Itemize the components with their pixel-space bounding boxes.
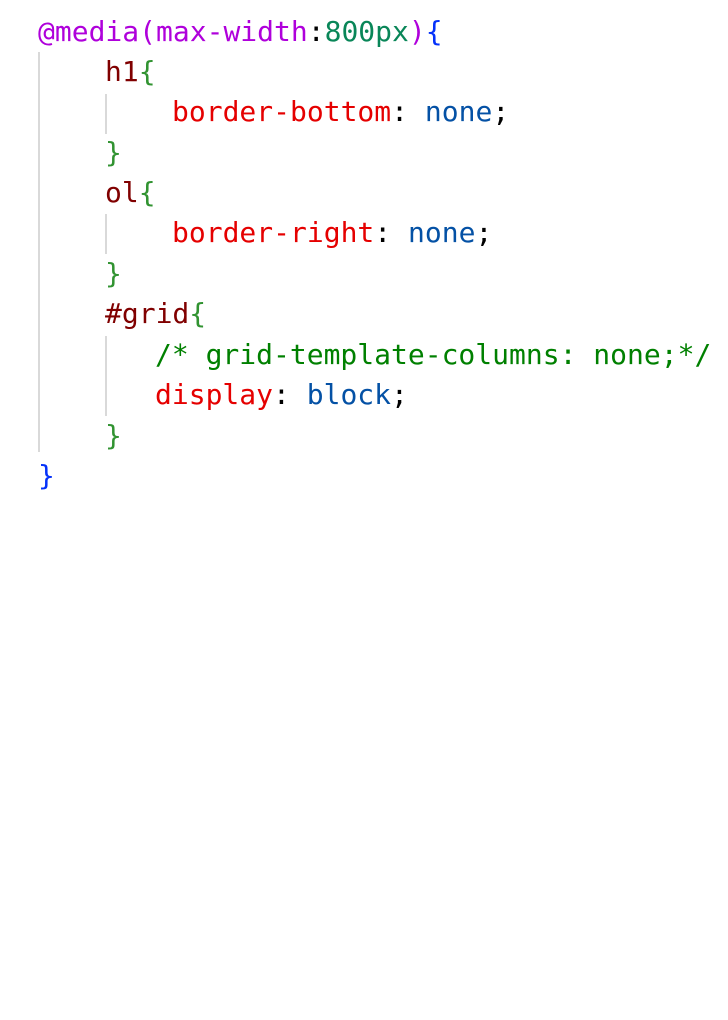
code-line-border-right: border-right: none; [172, 213, 492, 254]
code-line-grid-selector: #grid{ [105, 294, 206, 335]
code-line-h1-selector: h1{ [105, 52, 156, 93]
code-line-border-bottom: border-bottom: none; [172, 92, 509, 133]
code-line-grid-close: } [105, 416, 122, 457]
media-close-brace: } [38, 459, 55, 492]
property-display: display [155, 378, 274, 411]
code-line-h1-close: } [105, 133, 122, 174]
code-comment: /* grid-template-columns: none;*/ [155, 338, 712, 371]
indent-guide-grid [105, 336, 107, 416]
code-line-display: display: block; [155, 375, 408, 416]
code-line-comment: /* grid-template-columns: none;*/ [155, 335, 711, 376]
ol-close-brace: } [105, 257, 122, 290]
semicolon: ; [475, 216, 493, 249]
code-line-media-close: } [38, 456, 55, 497]
semicolon: ; [492, 95, 510, 128]
colon: : [391, 95, 409, 128]
grid-open-brace: { [189, 297, 207, 330]
next-line-fragment [38, 496, 158, 516]
ol-open-brace: { [138, 176, 156, 209]
colon: : [307, 15, 325, 48]
open-paren: ( [139, 15, 157, 48]
code-line-ol-close: } [105, 254, 122, 295]
media-feature: max-width [156, 15, 308, 48]
indent-guide-ol [105, 214, 107, 254]
media-open-brace: { [425, 15, 443, 48]
semicolon: ; [391, 378, 408, 411]
colon: : [374, 216, 392, 249]
value-block: block [306, 378, 392, 411]
code-line-media: @media(max-width:800px){ [38, 12, 443, 53]
h1-open-brace: { [138, 55, 156, 88]
property-border-right: border-right [172, 216, 375, 249]
at-rule-keyword: @media [38, 15, 140, 48]
previous-line-fragment: } [38, 0, 58, 6]
indent-guide-h1 [105, 94, 107, 134]
close-paren: ) [408, 15, 426, 48]
colon: : [273, 378, 290, 411]
h1-close-brace: } [105, 136, 122, 169]
value-none: none [424, 95, 493, 128]
indent-guide-outer [38, 52, 40, 452]
code-line-ol-selector: ol{ [105, 173, 156, 214]
media-value: 800px [324, 15, 409, 48]
selector-ol: ol [105, 176, 139, 209]
code-editor[interactable]: } @media(max-width:800px){ h1{ border-bo… [0, 0, 728, 510]
selector-grid: #grid [105, 297, 190, 330]
property-border-bottom: border-bottom [172, 95, 392, 128]
value-none: none [408, 216, 476, 249]
grid-close-brace: } [105, 419, 122, 452]
selector-h1: h1 [105, 55, 139, 88]
